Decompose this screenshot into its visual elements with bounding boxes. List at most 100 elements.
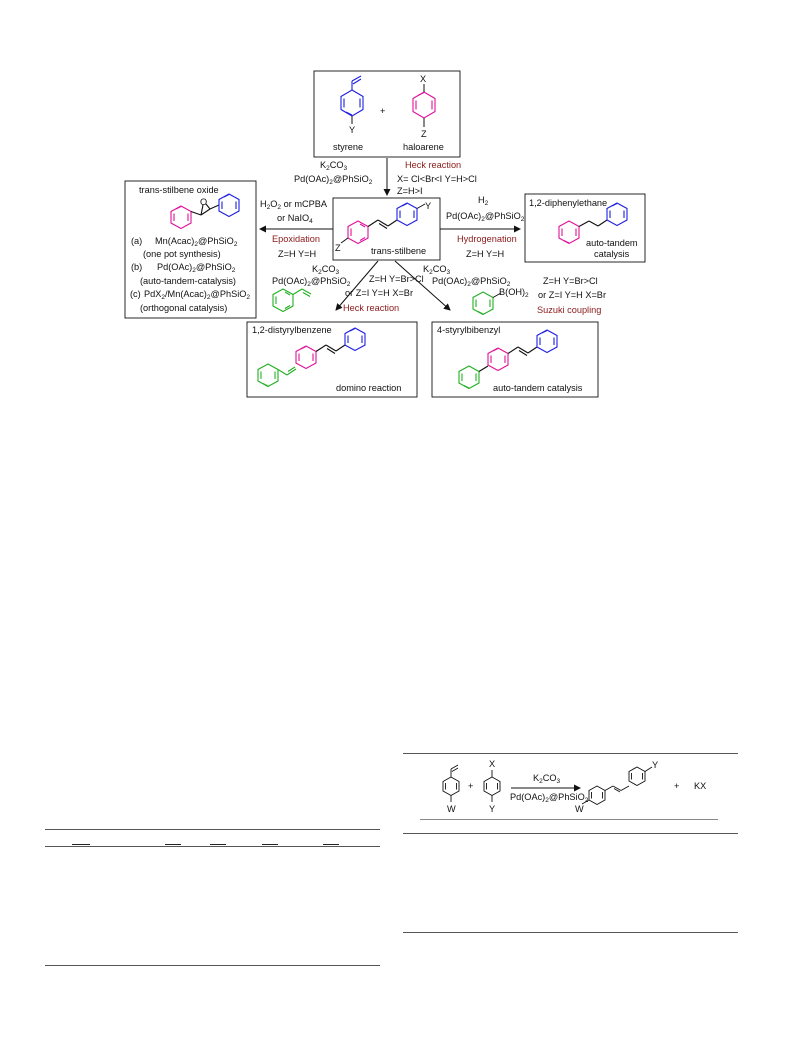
bibenzyl-blue-ring — [536, 329, 558, 354]
hydrog-note-1: auto-tandem — [586, 238, 638, 248]
diphenylethane-title: 1,2-diphenylethane — [529, 198, 607, 208]
option-b-note: (auto-tandem-catalysis) — [140, 276, 236, 286]
table-byproduct: KX — [694, 781, 706, 791]
right-table-scheme-rule — [420, 819, 718, 820]
bibenzyl-biaryl-bond — [478, 365, 489, 372]
left-table-col-tick-5 — [323, 844, 339, 845]
option-a-catalyst: Mn(Acac)2@PhSiO2 — [155, 236, 238, 248]
diphenylethane-linker — [578, 219, 608, 227]
epoxide-oxygen: O — [200, 197, 207, 207]
bl-reagent-base: K2CO3 — [312, 264, 340, 276]
table-styrene — [442, 764, 460, 802]
trans-stilbene-alkene — [367, 219, 398, 229]
styrene-structure — [340, 75, 364, 117]
top-conditions-2: Z=H>I — [397, 186, 423, 196]
option-a-label: (a) — [131, 236, 142, 246]
diphenylethane-box — [524, 193, 646, 263]
styrene-y-label: Y — [349, 125, 355, 135]
bl-reaction-name: Heck reaction — [343, 303, 399, 313]
epoxide-box — [124, 180, 257, 319]
option-b-label: (b) — [131, 262, 142, 272]
epoxide-ring — [190, 203, 220, 216]
epoxidation-label: Epoxidation — [272, 234, 320, 244]
table-plus-2: + — [674, 781, 679, 791]
diphenylethane-magenta-ring — [558, 220, 580, 245]
left-table-bottom-rule — [45, 965, 380, 966]
left-table-col-tick-3 — [210, 844, 226, 845]
table-w-label: W — [447, 804, 456, 814]
right-table-bottom-rule — [403, 932, 738, 933]
distyryl-alkene — [315, 344, 346, 354]
trans-stilbene-blue-ring — [396, 202, 418, 227]
right-table-top-rule — [403, 753, 738, 754]
table-product — [581, 766, 653, 806]
stilbene-y-label: Y — [425, 201, 431, 211]
table-x-label: X — [489, 759, 495, 769]
option-c-note: (orthogonal catalysis) — [140, 303, 227, 313]
boronic-acid-label: B(OH)2 — [499, 287, 529, 299]
stilbene-z-label: Z — [335, 243, 341, 253]
stilbene-z-bond — [340, 237, 349, 244]
top-reagent-base: K2CO3 — [320, 160, 348, 172]
arrow-heck-bottom-left — [335, 260, 379, 311]
epoxide-blue-ring — [218, 193, 240, 218]
option-a-note: (one pot synthesis) — [143, 249, 221, 259]
br-reagent-base: K2CO3 — [423, 264, 451, 276]
plus-sign: + — [380, 106, 385, 116]
bl-conditions-2: or Z=I Y=H X=Br — [345, 288, 413, 298]
bl-reagent-catalyst: Pd(OAc)2@PhSiO2 — [272, 276, 351, 288]
bl-styrene-reagent — [272, 288, 312, 313]
br-boronic-acid-ring — [472, 291, 494, 316]
table-haloarene — [483, 770, 501, 802]
br-conditions-1: Z=H Y=Br>Cl — [543, 276, 598, 286]
boronic-bond — [492, 292, 502, 298]
table-y-label: Y — [489, 804, 495, 814]
epoxide-magenta-ring — [170, 205, 192, 230]
distyryl-magenta-ring — [295, 345, 317, 370]
br-reaction-name: Suzuki coupling — [537, 305, 601, 315]
left-table-col-tick-1 — [72, 844, 90, 845]
br-conditions-2: or Z=I Y=H X=Br — [538, 290, 606, 300]
left-table-col-tick-2 — [165, 844, 181, 845]
bibenzyl-green-ring — [458, 365, 480, 390]
haloarene-label: haloarene — [403, 142, 444, 152]
hydrog-reagent-2: Pd(OAc)2@PhSiO2 — [446, 211, 525, 223]
auto-tandem-note: auto-tandem catalysis — [493, 383, 583, 393]
right-table-header-rule — [403, 833, 738, 834]
haloarene-x-label: X — [420, 74, 426, 84]
hydrog-reagent-1: H2 — [478, 195, 489, 207]
bibenzyl-magenta-ring — [487, 347, 509, 372]
option-c-catalyst: PdX2/Mn(Acac)2@PhSiO2 — [144, 289, 250, 301]
top-reaction-name: Heck reaction — [405, 160, 461, 170]
epoxide-title: trans-stilbene oxide — [139, 185, 219, 195]
option-b-catalyst: Pd(OAc)2@PhSiO2 — [157, 262, 236, 274]
trans-stilbene-magenta-ring — [347, 220, 369, 245]
domino-note: domino reaction — [336, 383, 401, 393]
haloarene-structure — [412, 91, 436, 119]
epox-conditions: Z=H Y=H — [278, 249, 316, 259]
styrylbibenzyl-title: 4-styrylbibenzyl — [437, 325, 500, 335]
table-product-w: W — [575, 804, 584, 814]
hydrog-note-2: catalysis — [594, 249, 630, 259]
hydrogenation-label: Hydrogenation — [457, 234, 517, 244]
styrene-label: styrene — [333, 142, 363, 152]
table-product-y: Y — [652, 760, 658, 770]
epox-reagent-2: or NaIO4 — [277, 213, 313, 225]
diphenylethane-blue-ring — [606, 202, 628, 227]
left-table-header-rule — [45, 846, 380, 847]
distyrylbenzene-box — [246, 321, 418, 398]
table-reagent-base: K2CO3 — [533, 773, 561, 785]
bibenzyl-alkene — [507, 346, 538, 356]
left-table-top-rule — [45, 829, 380, 830]
top-reagent-catalyst: Pd(OAc)2@PhSiO2 — [294, 174, 373, 186]
hydrog-conditions: Z=H Y=H — [466, 249, 504, 259]
table-plus-1: + — [468, 781, 473, 791]
trans-stilbene-label: trans-stilbene — [371, 246, 426, 256]
arrow-suzuki-bottom-right — [394, 260, 451, 311]
distyryl-green-ring — [257, 363, 297, 388]
top-conditions-1: X= Cl<Br<I Y=H>Cl — [397, 174, 477, 184]
left-table-col-tick-4 — [262, 844, 278, 845]
option-c-label: (c) — [130, 289, 141, 299]
br-reagent-catalyst: Pd(OAc)2@PhSiO2 — [432, 276, 511, 288]
